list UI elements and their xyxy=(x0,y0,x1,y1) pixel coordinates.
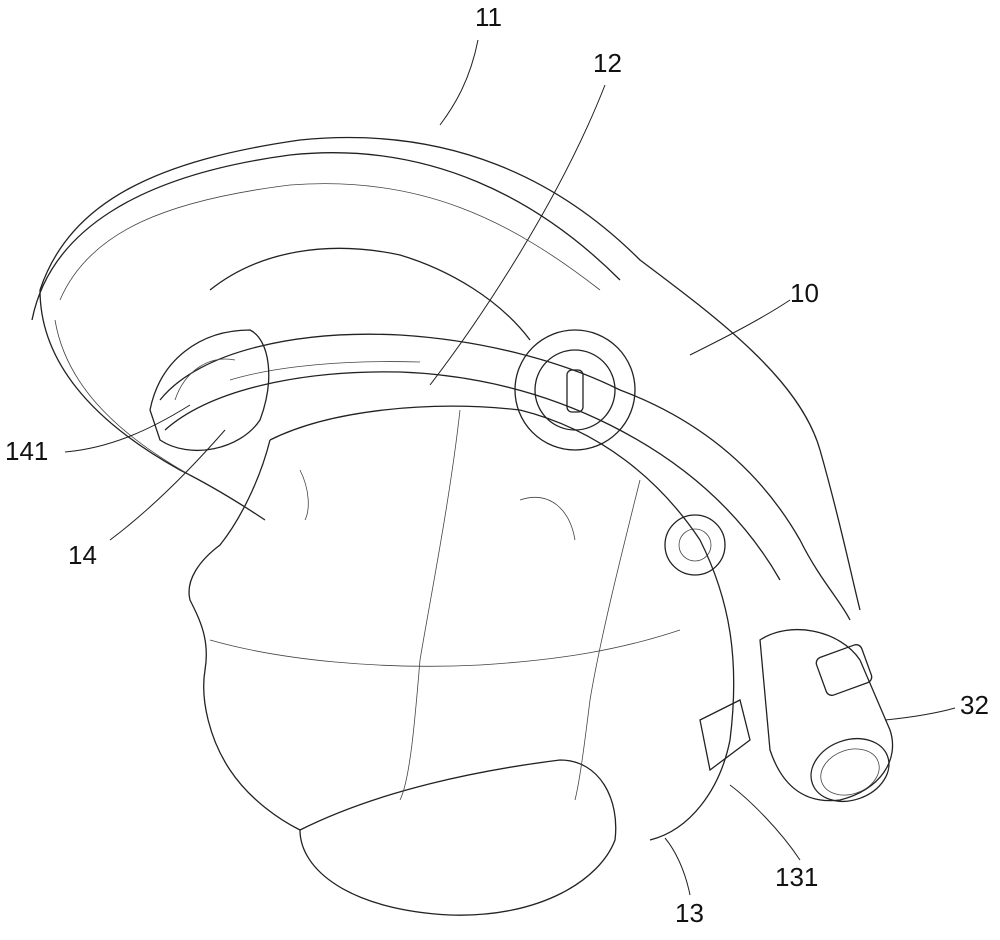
visor-shield xyxy=(32,138,860,610)
leader-12 xyxy=(430,85,605,385)
label-10: 10 xyxy=(790,278,819,309)
leader-32 xyxy=(885,708,955,720)
label-14: 14 xyxy=(68,540,97,571)
label-141: 141 xyxy=(5,436,48,467)
adjustment-knob xyxy=(515,330,725,575)
label-32: 32 xyxy=(960,690,989,721)
label-12: 12 xyxy=(593,48,622,79)
leader-10 xyxy=(690,300,790,355)
mannequin-head xyxy=(189,406,734,915)
label-13: 13 xyxy=(675,898,704,929)
leader-13 xyxy=(665,838,690,895)
label-11: 11 xyxy=(475,2,502,33)
leader-131 xyxy=(730,785,800,860)
label-131: 131 xyxy=(775,862,818,893)
leader-141 xyxy=(65,405,190,452)
head-band xyxy=(160,248,850,620)
leader-11 xyxy=(440,40,478,125)
hose-connector xyxy=(700,630,898,812)
